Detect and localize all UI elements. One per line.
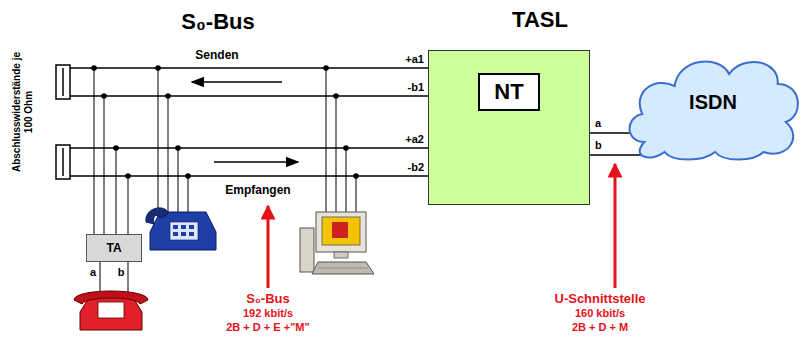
wire-name: b [118,266,125,278]
callout-arrow [267,206,270,288]
direction-label: Senden [195,48,238,62]
isdn-phone [146,208,216,250]
direction-label: Empfangen [225,183,290,197]
interface-name: S₀-Bus [246,291,289,306]
channel-set: 2B + D + M [572,321,628,333]
network-termination: NT [428,50,590,205]
node-label: ISDN [689,91,737,114]
bus-heading: S₀-Bus [181,9,254,35]
wire-name: -b2 [408,161,425,173]
analog-phone [74,291,148,330]
callout-arrow [614,164,617,288]
direction-arrow [192,81,282,83]
resistor-note: Abschlusswiderstände je 100 Ohm [11,47,34,177]
wire-name: a [595,117,601,129]
line-heading: TASL [512,7,568,33]
bus-lines [62,68,428,176]
node-label: TA [106,241,121,255]
interface-name: U-Schnittstelle [554,291,645,306]
wire-name: +a2 [405,133,424,145]
wire-name: +a1 [405,53,424,65]
junction-dot [91,65,359,179]
node-label: NT [478,73,539,111]
wire-name: a [90,266,96,278]
terminating-resistor [56,65,70,179]
wire-name: -b1 [408,81,425,93]
network-cloud: ISDN [622,42,804,162]
wire-name: b [595,139,602,151]
computer [300,212,374,274]
terminal-adapter: TA [86,234,142,262]
direction-arrow [214,161,298,163]
data-rate: 160 kbit/s [575,307,625,319]
data-rate: 192 kbit/s [243,307,293,319]
channel-set: 2B + D + E +"M" [226,321,310,333]
cloud-shape [630,62,798,160]
